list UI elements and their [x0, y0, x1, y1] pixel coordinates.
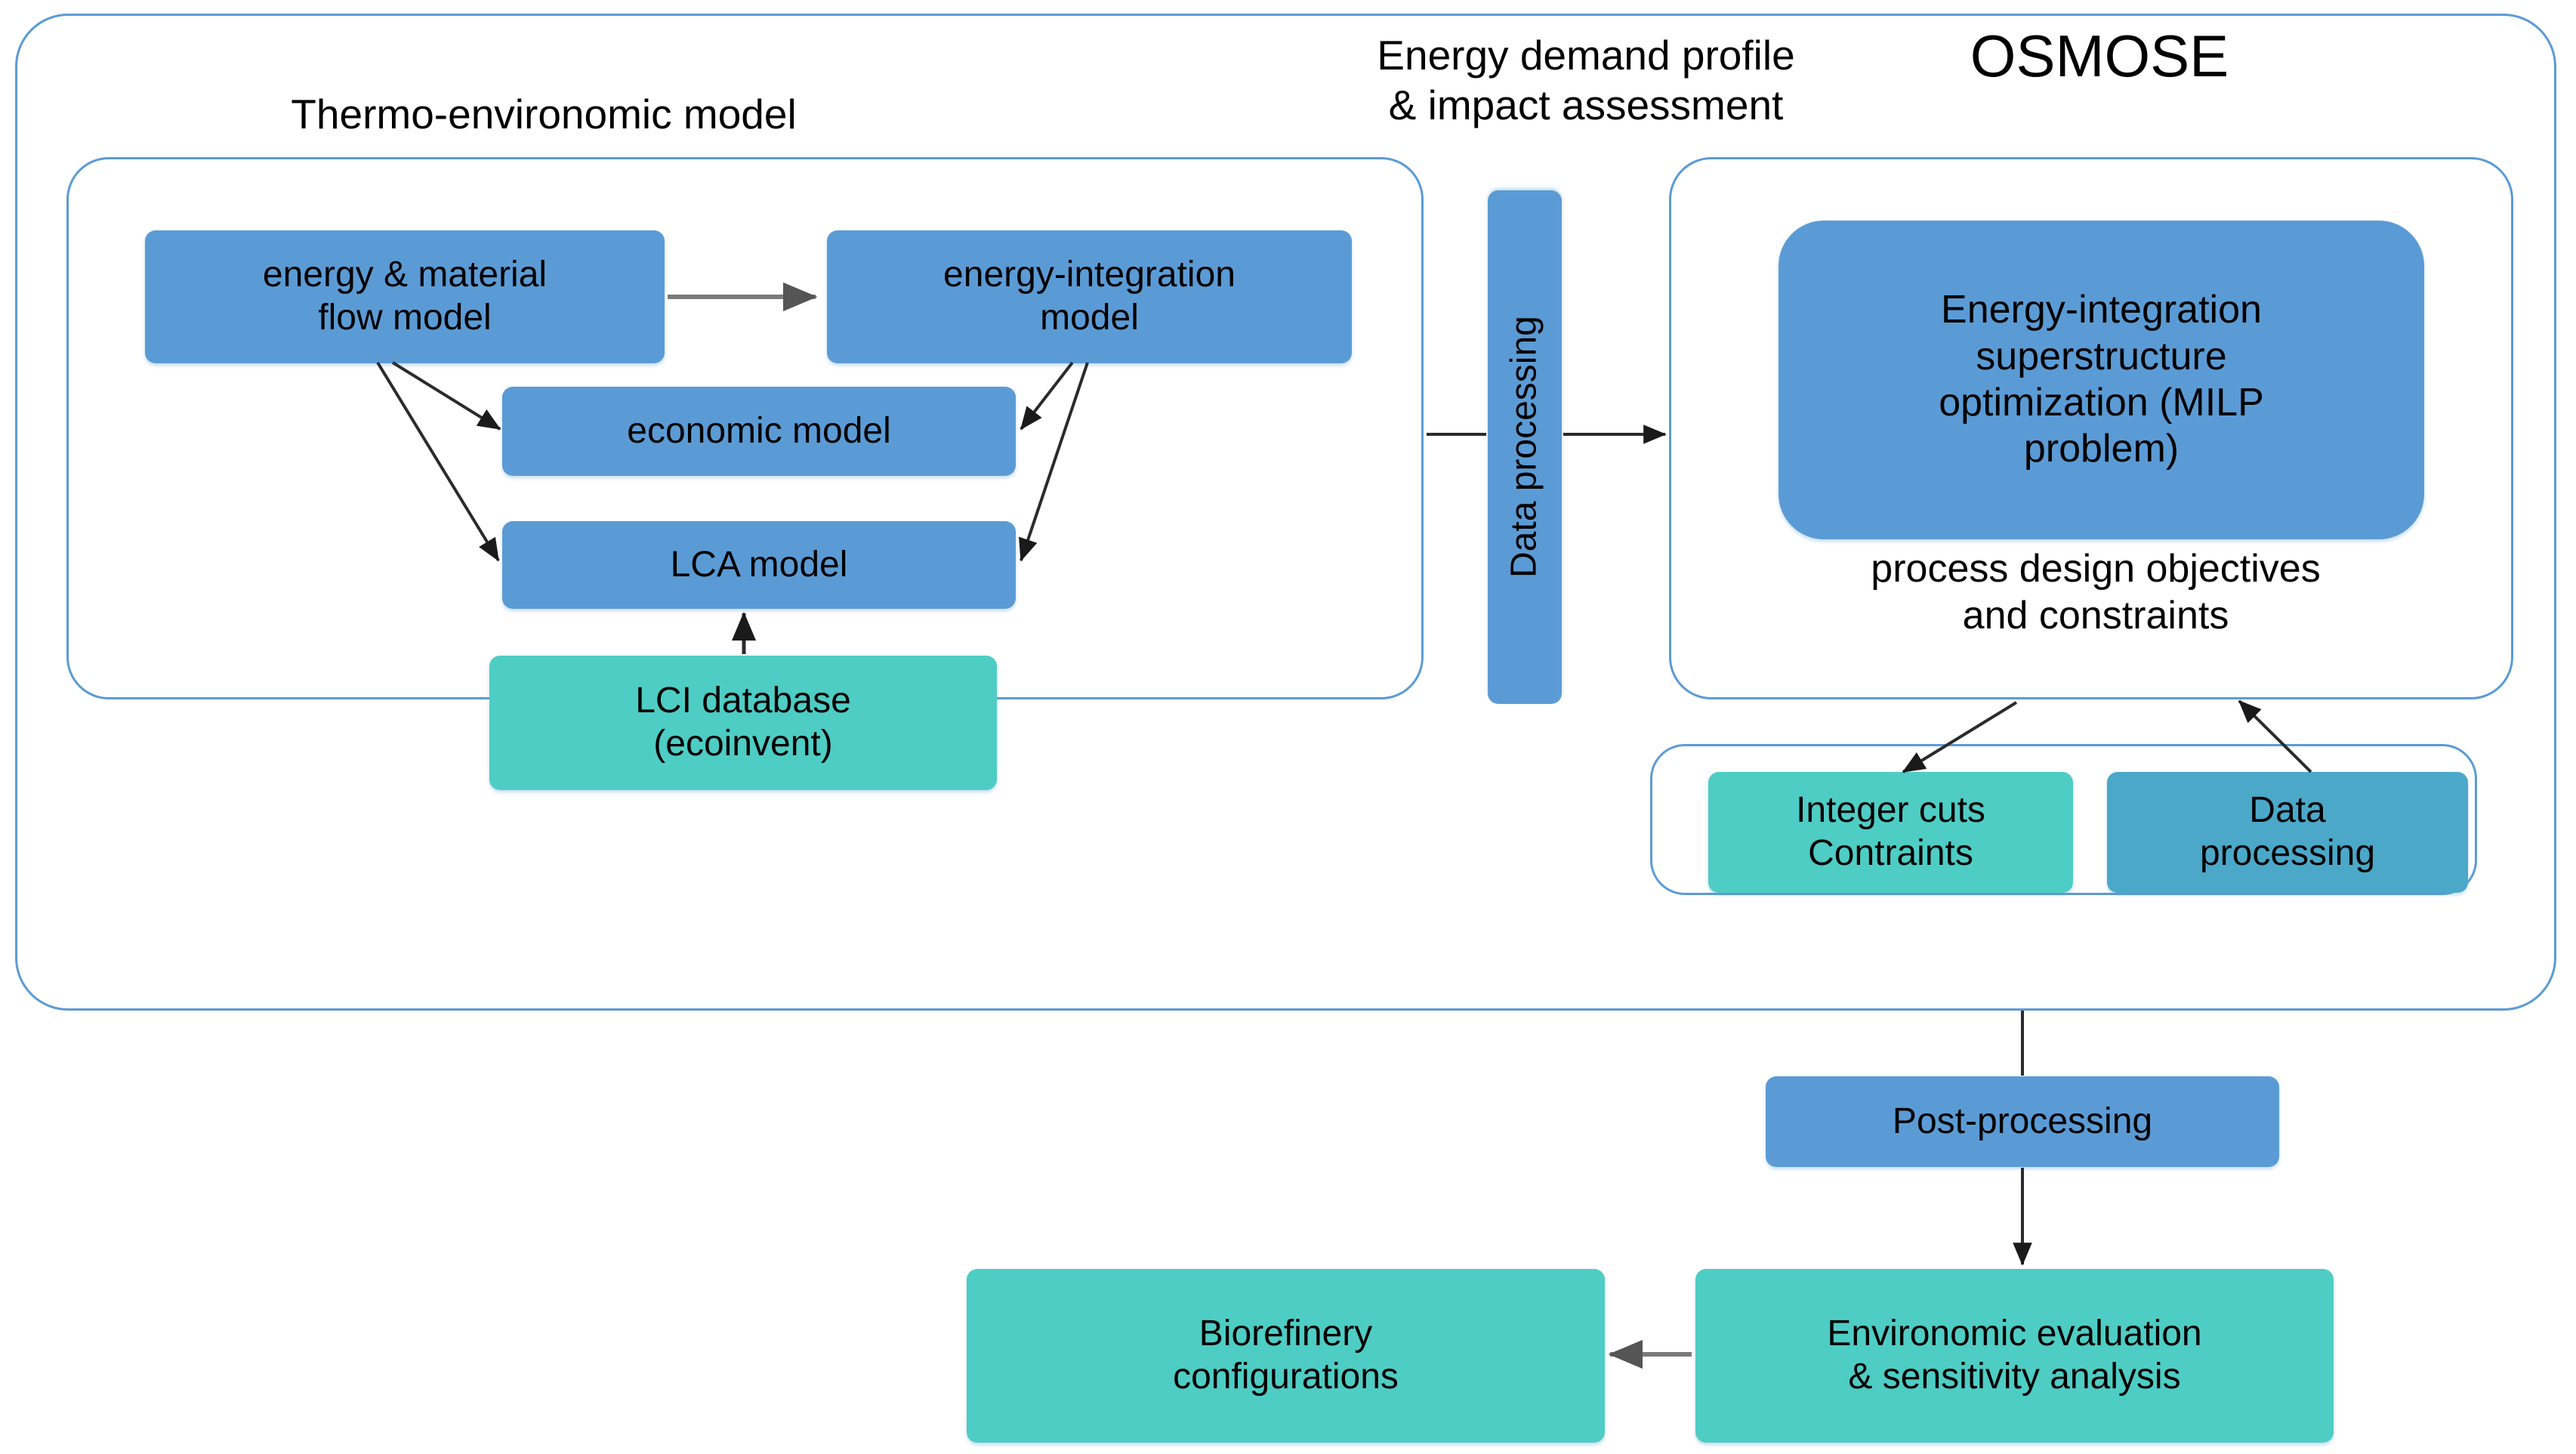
node-data-processing-bar[interactable]: Data processing [1488, 190, 1562, 704]
node-milp-optimization[interactable]: Energy-integration superstructure optimi… [1779, 221, 2424, 539]
osmose-title: OSMOSE [1970, 23, 2229, 89]
node-lca-model[interactable]: LCA model [502, 521, 1016, 609]
thermo-environomic-title: Thermo-environomic model [291, 91, 797, 137]
energy-demand-profile-title: Energy demand profile & impact assessmen… [1377, 32, 1795, 128]
node-environomic-evaluation[interactable]: Environomic evaluation & sensitivity ana… [1695, 1269, 2334, 1443]
node-data-processing-right[interactable]: Data processing [2107, 772, 2468, 893]
outer-framework-container [15, 14, 2556, 1011]
node-energy-integration-model[interactable]: energy-integration model [827, 230, 1352, 363]
node-economic-model[interactable]: economic model [502, 387, 1016, 476]
process-design-objectives-label: process design objectives and constraint… [1871, 547, 2321, 638]
node-integer-cuts-contraints[interactable]: Integer cuts Contraints [1708, 772, 2073, 893]
node-lci-database[interactable]: LCI database (ecoinvent) [489, 656, 997, 790]
osmose-subcontainer [1650, 744, 2477, 895]
node-post-processing[interactable]: Post-processing [1766, 1076, 2279, 1167]
node-biorefinery-configurations[interactable]: Biorefinery configurations [967, 1269, 1605, 1443]
osmose-container [1669, 157, 2513, 699]
node-energy-material-flow-model[interactable]: energy & material flow model [145, 230, 665, 363]
